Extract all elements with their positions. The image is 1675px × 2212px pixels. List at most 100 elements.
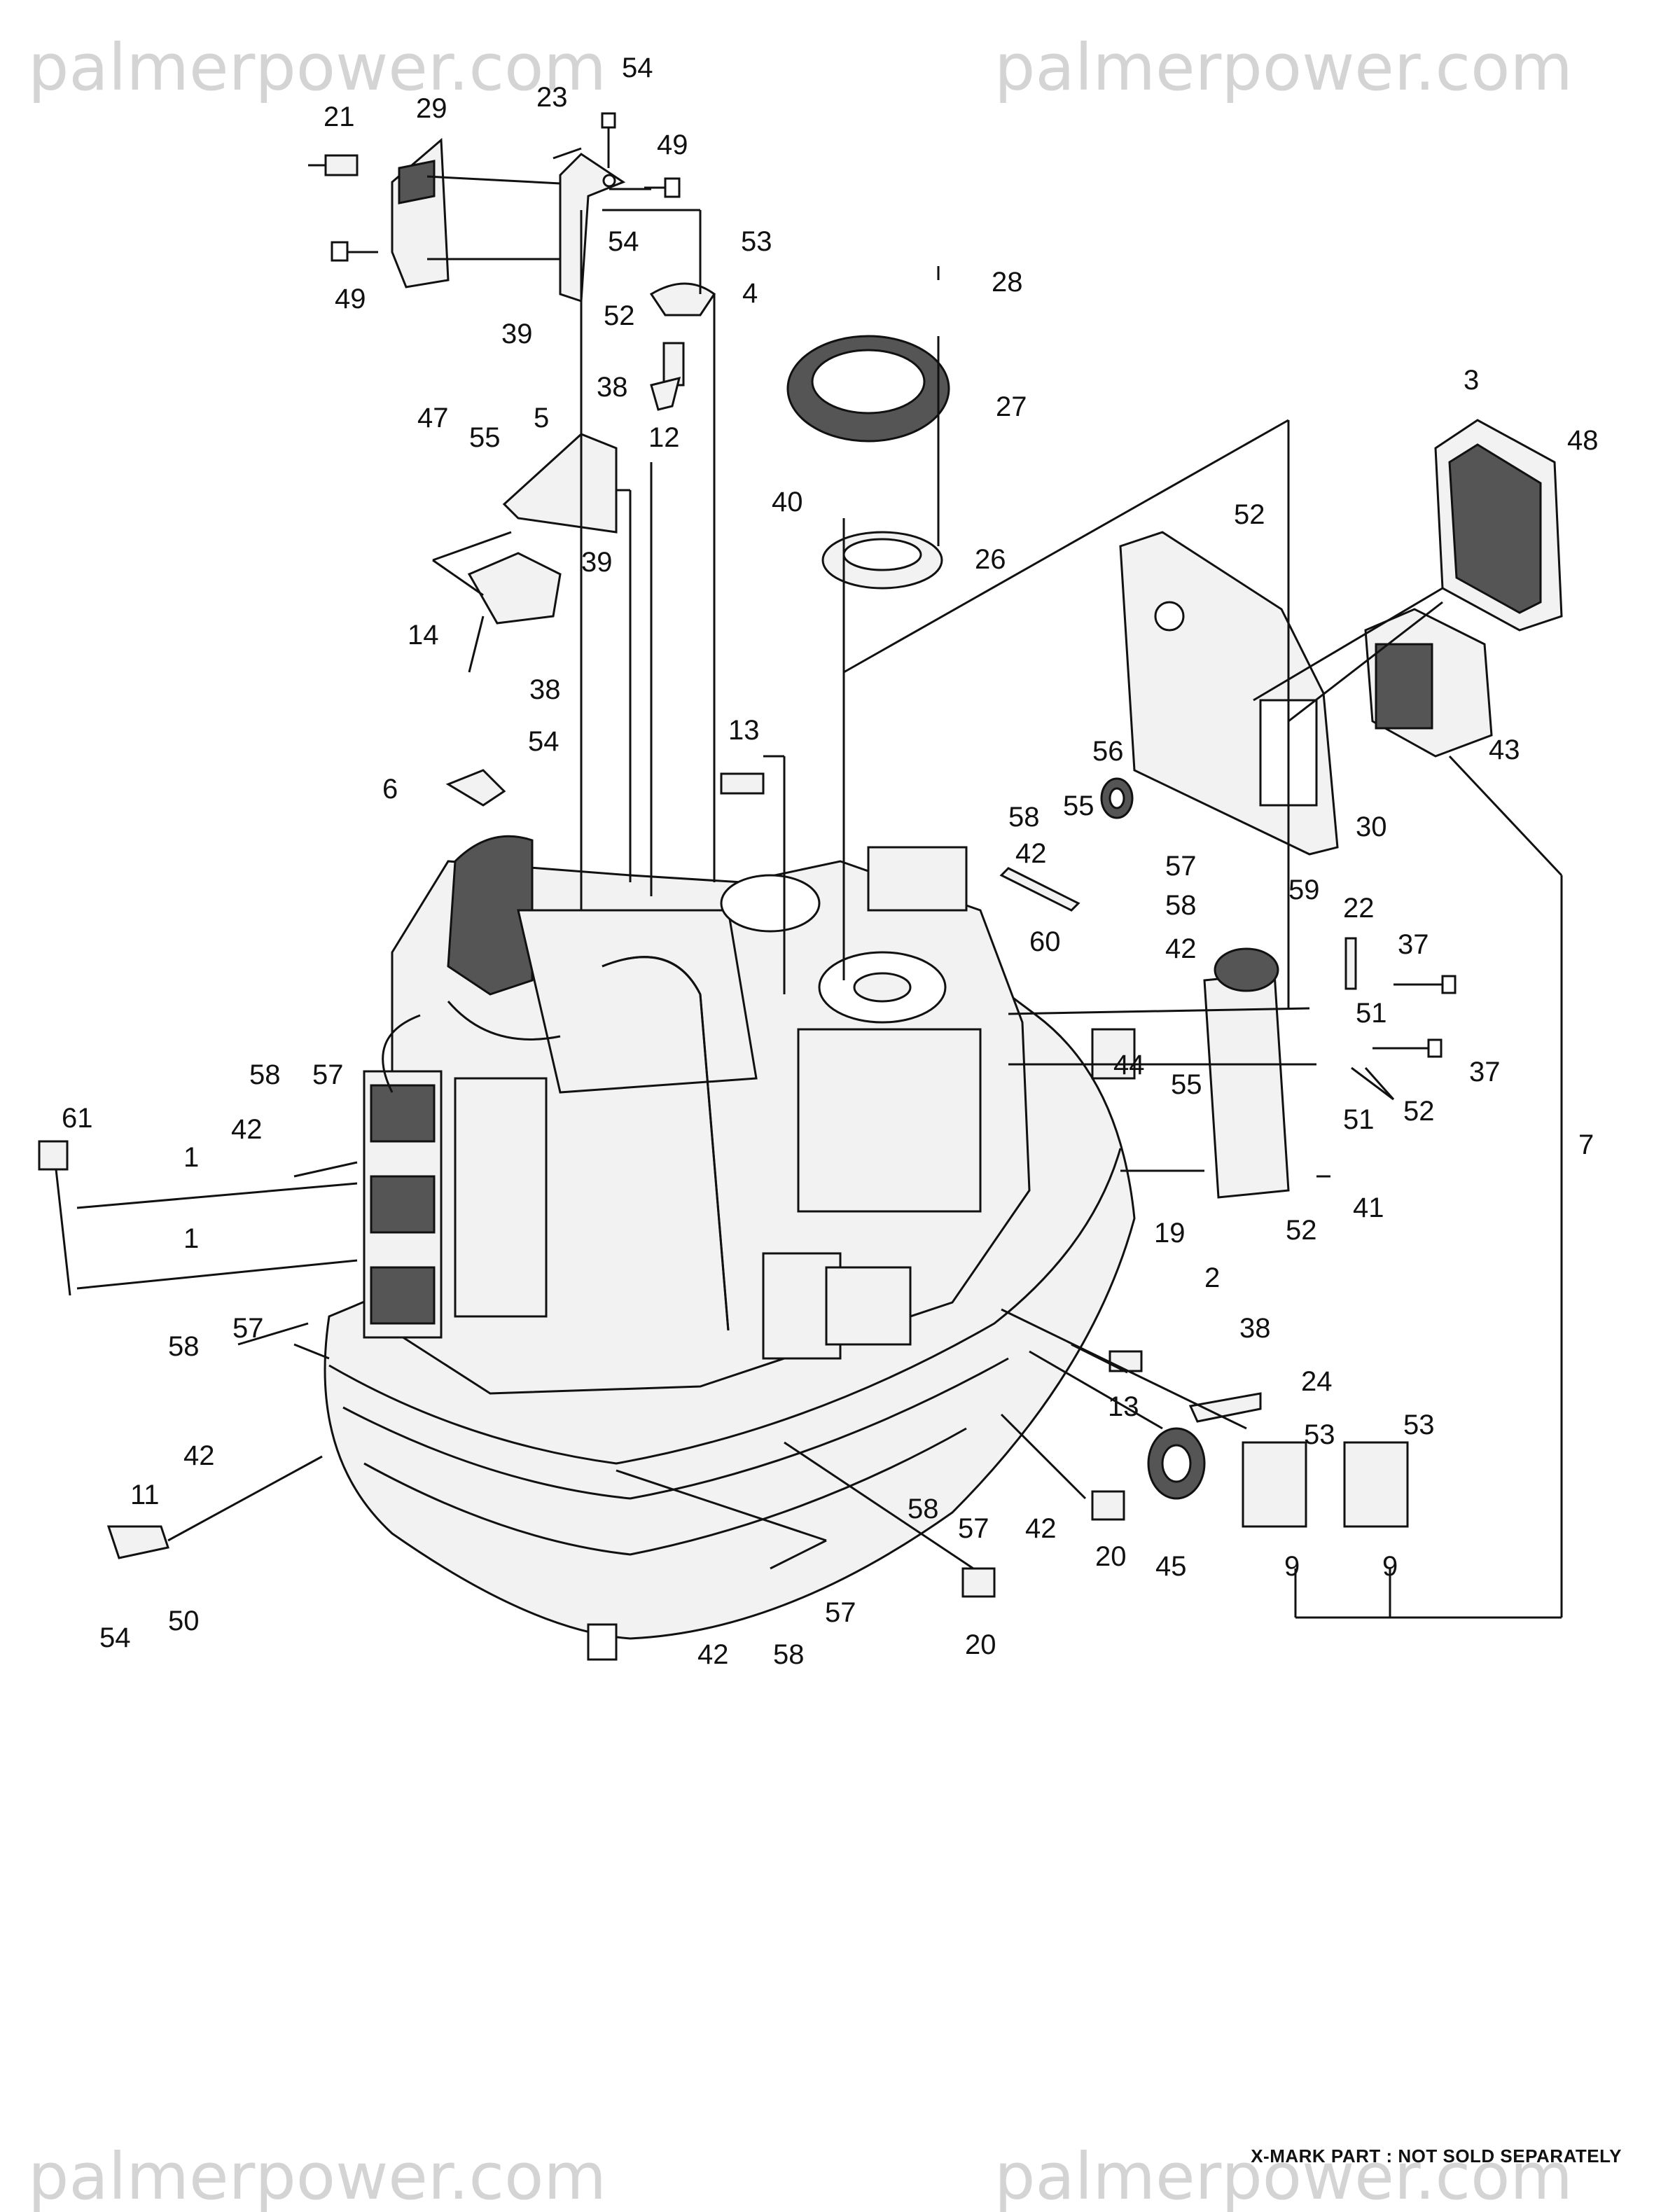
callout-41: 41 — [1353, 1192, 1384, 1223]
callout-19: 19 — [1154, 1218, 1186, 1248]
callout-39: 39 — [501, 319, 533, 349]
callout-49: 49 — [657, 130, 688, 160]
part-9-relay-b — [1343, 1441, 1409, 1528]
callout-20: 20 — [1095, 1541, 1127, 1572]
callout-53: 53 — [741, 226, 772, 257]
callout-40: 40 — [772, 487, 803, 517]
callout-42: 42 — [231, 1114, 263, 1145]
callout-30: 30 — [1356, 812, 1387, 842]
callout-52: 52 — [604, 300, 635, 331]
callout-52: 52 — [1286, 1215, 1317, 1246]
part-21-pin — [308, 154, 359, 176]
callout-56: 56 — [1092, 736, 1124, 767]
callout-1: 1 — [183, 1223, 199, 1254]
callout-2: 2 — [1204, 1262, 1220, 1293]
footer-note: X-MARK PART : NOT SOLD SEPARATELY — [1251, 2145, 1622, 2166]
callout-61: 61 — [62, 1103, 93, 1134]
callout-55: 55 — [1171, 1069, 1202, 1100]
part-13-sensor-b — [1108, 1350, 1143, 1372]
callout-42: 42 — [1025, 1513, 1057, 1544]
part-56-seal — [1100, 777, 1134, 819]
part-37-bolt-b — [1372, 1038, 1443, 1058]
callout-54: 54 — [99, 1622, 131, 1653]
callout-55: 55 — [1063, 791, 1094, 821]
callout-45: 45 — [1155, 1551, 1187, 1582]
callout-60: 60 — [1029, 926, 1061, 957]
callout-21: 21 — [324, 102, 355, 132]
callout-49: 49 — [335, 284, 366, 314]
fuse-box — [1364, 608, 1493, 758]
callout-57: 57 — [232, 1313, 264, 1344]
callout-5: 5 — [534, 403, 549, 433]
callout-14: 14 — [408, 620, 439, 651]
part-20-sensor-a — [1091, 1490, 1125, 1521]
callout-54: 54 — [528, 726, 560, 757]
callout-13: 13 — [1108, 1391, 1139, 1422]
callout-23: 23 — [536, 82, 568, 113]
callout-42: 42 — [697, 1639, 729, 1670]
callout-57: 57 — [312, 1059, 344, 1090]
callout-55: 55 — [469, 422, 501, 453]
callout-22: 22 — [1343, 893, 1375, 924]
watermark-bottom-right: palmerpower.com — [994, 2139, 1573, 2212]
part-30-plate — [1119, 531, 1339, 856]
callout-27: 27 — [996, 391, 1027, 422]
callout-4: 4 — [742, 278, 758, 309]
part-49-bolt-b — [331, 241, 378, 262]
callout-1: 1 — [183, 1142, 199, 1173]
part-49-bolt-a — [644, 177, 681, 198]
callout-38: 38 — [597, 372, 628, 403]
callout-58: 58 — [249, 1059, 281, 1090]
callout-43: 43 — [1489, 735, 1520, 765]
part-14-coil — [467, 552, 562, 673]
watermark-top-left: palmerpower.com — [28, 30, 606, 105]
part-9-relay-a — [1242, 1441, 1307, 1528]
callout-13: 13 — [728, 715, 760, 746]
part-12-sensor — [650, 342, 685, 411]
callout-48: 48 — [1567, 425, 1599, 456]
part-24-bracket — [1188, 1392, 1262, 1423]
part-54-bolt-a — [601, 112, 616, 168]
callout-50: 50 — [168, 1606, 200, 1636]
engine-assembly-drawing — [324, 835, 1136, 1661]
part-45-grommet — [1147, 1427, 1206, 1500]
callout-26: 26 — [975, 544, 1006, 575]
callout-51: 51 — [1343, 1104, 1375, 1135]
callout-58: 58 — [1165, 890, 1197, 921]
callout-58: 58 — [1008, 802, 1040, 833]
part-27-stator — [786, 335, 950, 443]
callout-47: 47 — [417, 403, 449, 433]
part-61-sensor — [38, 1140, 71, 1296]
callout-44: 44 — [1113, 1050, 1145, 1080]
part-22-strap — [1344, 937, 1357, 990]
part-23-bracket — [559, 153, 626, 303]
callout-9: 9 — [1284, 1551, 1300, 1582]
callout-11: 11 — [130, 1480, 160, 1510]
part-29-cover — [391, 137, 450, 288]
callout-37: 37 — [1398, 929, 1429, 960]
callout-42: 42 — [1015, 838, 1047, 869]
part-5-bracket — [502, 433, 618, 534]
callout-28: 28 — [992, 267, 1023, 298]
leader-lines — [167, 147, 1563, 1619]
part-4-plate — [649, 282, 716, 317]
callout-29: 29 — [416, 93, 447, 124]
watermark-bottom-left: palmerpower.com — [28, 2139, 606, 2212]
callout-6: 6 — [382, 774, 398, 805]
part-26-ring — [821, 531, 943, 590]
part-1-cable-b — [76, 1259, 358, 1290]
callout-9: 9 — [1382, 1551, 1398, 1582]
part-11-sensor — [106, 1525, 169, 1559]
callout-59: 59 — [1288, 875, 1320, 905]
callout-38: 38 — [1239, 1313, 1271, 1344]
part-6-clamp — [445, 769, 506, 807]
callout-7: 7 — [1578, 1129, 1594, 1160]
callout-58: 58 — [908, 1494, 939, 1524]
part-20-sensor-b — [961, 1567, 996, 1598]
callout-58: 58 — [168, 1331, 200, 1362]
callout-54: 54 — [608, 226, 639, 257]
part-3-ecu — [1434, 419, 1563, 632]
callout-24: 24 — [1301, 1366, 1333, 1397]
watermark-top-right: palmerpower.com — [994, 30, 1573, 105]
